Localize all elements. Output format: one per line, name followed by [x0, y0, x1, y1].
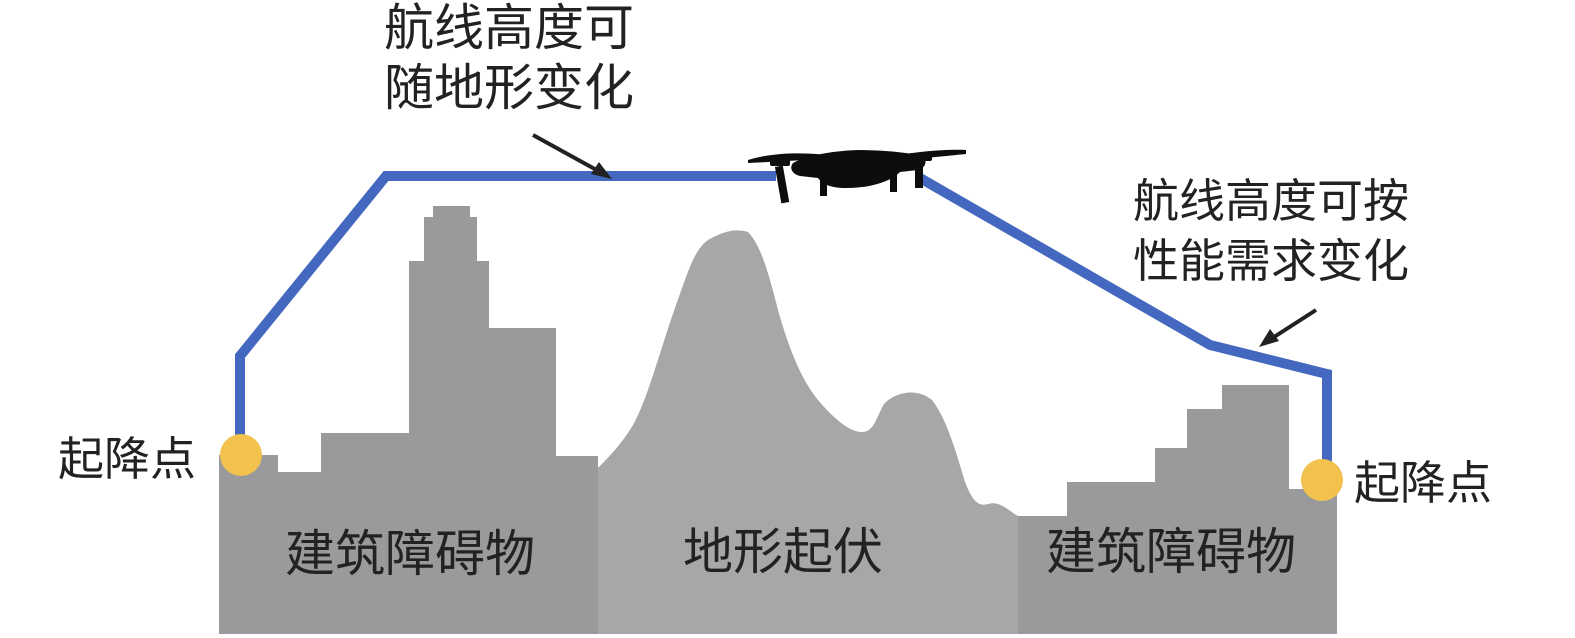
label-takeoff-point-right: 起降点 [1354, 456, 1492, 510]
arrow-route-by-performance [1259, 308, 1318, 347]
label-buildings-right: 建筑障碍物 [1046, 523, 1296, 581]
label-route-follow-terrain-line1: 航线高度可 [384, 0, 634, 57]
left-buildings-shape [219, 206, 598, 634]
flight-route-line-descent [917, 173, 1332, 478]
label-buildings-left: 建筑障碍物 [285, 525, 535, 583]
terrain-relief-shape [598, 230, 1018, 634]
right-buildings-shape [1018, 385, 1337, 634]
takeoff-point-left [220, 434, 262, 476]
label-terrain: 地形起伏 [683, 523, 883, 581]
label-takeoff-point-left: 起降点 [58, 432, 196, 486]
label-route-follow-terrain-line2: 随地形变化 [384, 59, 634, 117]
label-route-by-performance-line2: 性能需求变化 [1133, 234, 1409, 288]
label-route-by-performance-line1: 航线高度可按 [1133, 174, 1409, 228]
takeoff-point-right [1301, 459, 1343, 501]
arrow-route-follow-terrain [532, 133, 612, 179]
flight-route-line [235, 171, 776, 455]
quadcopter-drone-icon [748, 149, 966, 204]
